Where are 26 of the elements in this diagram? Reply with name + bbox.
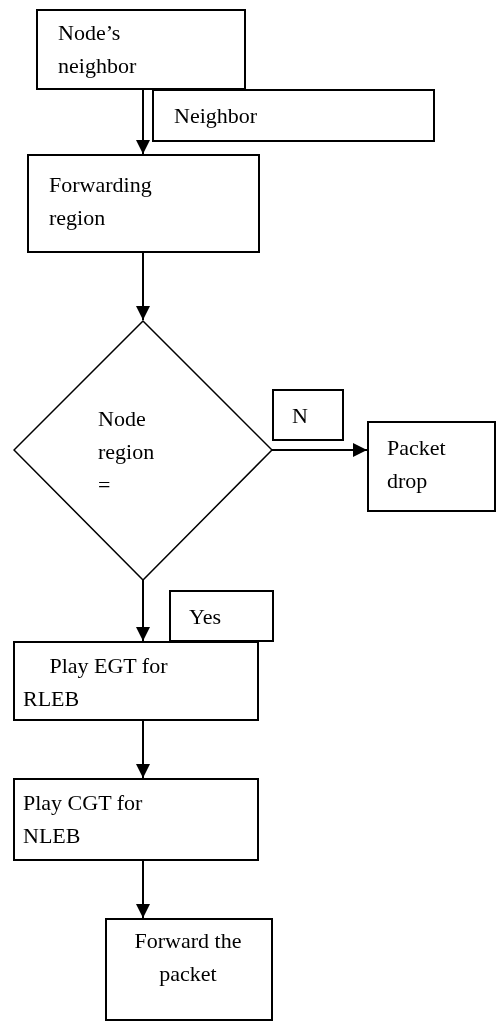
decision-diamond xyxy=(13,320,273,581)
arrow xyxy=(136,720,150,779)
process-box xyxy=(105,918,273,1021)
process-box xyxy=(13,641,259,721)
node-label: Yes xyxy=(189,603,222,631)
node-label: Node’s neighbor xyxy=(58,19,138,80)
node-label: Forwarding region xyxy=(49,171,153,232)
node-label: Neighbor xyxy=(174,102,259,130)
arrow xyxy=(271,443,368,457)
arrow xyxy=(136,579,150,642)
process-box xyxy=(367,421,496,512)
node-label: Play EGT for RLEB xyxy=(23,652,169,713)
arrow xyxy=(136,252,150,321)
node-label: Play CGT for NLEB xyxy=(23,789,144,850)
arrow xyxy=(136,860,150,919)
process-box xyxy=(272,389,344,441)
node-label: Forward the packet xyxy=(133,927,243,988)
process-box xyxy=(169,590,274,642)
process-box xyxy=(27,154,260,253)
node-label: Node region = xyxy=(98,405,156,499)
node-label: Packet drop xyxy=(387,434,447,495)
arrow xyxy=(136,89,150,155)
process-box xyxy=(36,9,246,90)
process-box xyxy=(152,89,435,142)
node-label: N xyxy=(292,402,309,430)
process-box xyxy=(13,778,259,861)
